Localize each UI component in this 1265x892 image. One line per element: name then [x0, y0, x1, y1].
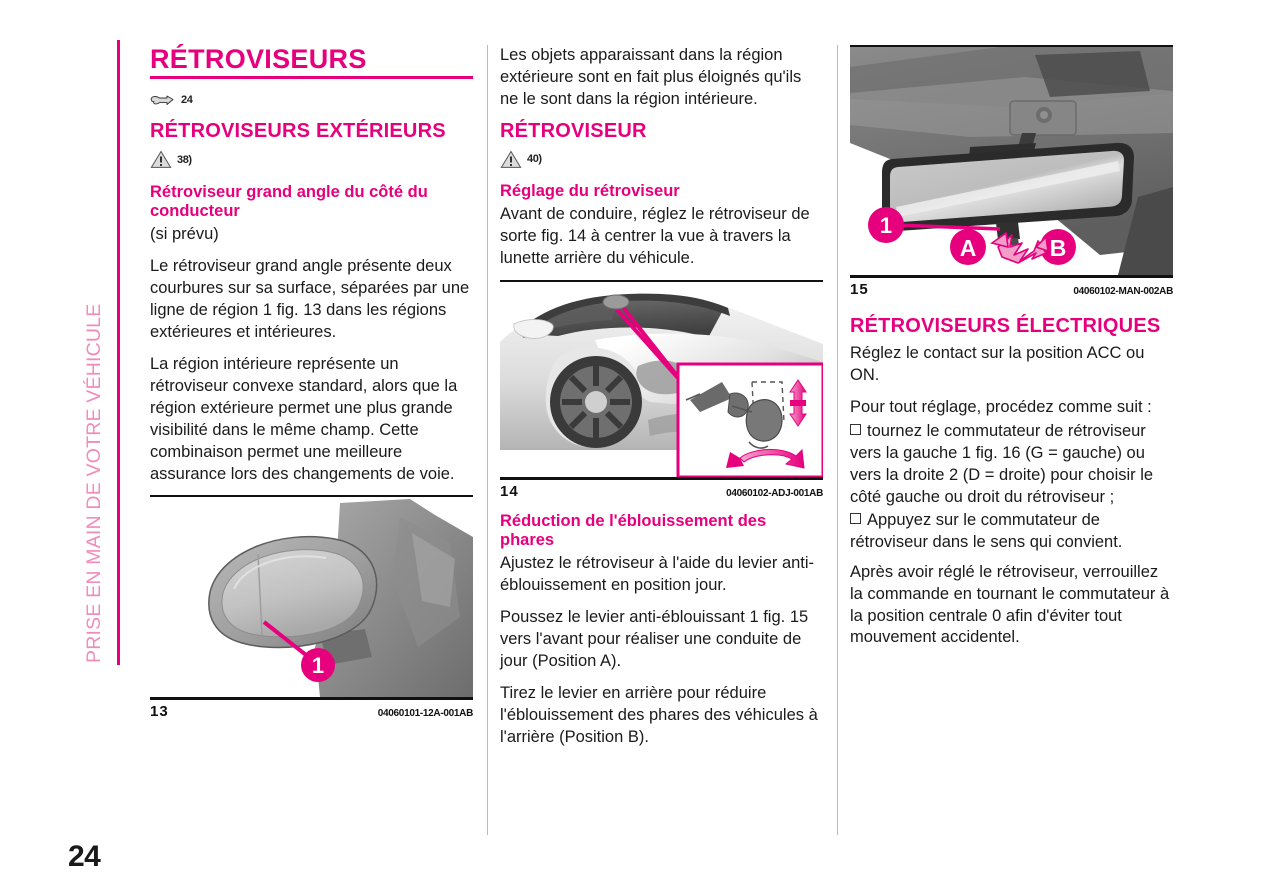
- section-tab-label: PRISE EN MAIN DE VOTRE VÉHICULE: [83, 303, 105, 663]
- figure-14: 14 04060102-ADJ-001AB: [500, 279, 823, 500]
- figure-13: 1 13 04060101-12A-001AB: [150, 495, 473, 720]
- page-title: RÉTROVISEURS: [150, 44, 367, 74]
- paragraph-glare-day-position: Ajustez le rétroviseur à l'aide du levie…: [500, 554, 815, 595]
- figure-15-top-rule: [850, 45, 1173, 47]
- figure-14-number: 14: [500, 482, 519, 500]
- paragraph-pull-lever-back: Tirez le levier en arrière pour réduire …: [500, 683, 818, 746]
- paragraph-procedure-intro: Pour tout réglage, procédez comme suit :: [850, 398, 1152, 417]
- side-mirror-photo: 1: [150, 497, 473, 698]
- procedure-bullet-list: tournez le commutateur de rétroviseur ve…: [850, 421, 1173, 554]
- paragraph-adjust-before-driving: Avant de conduire, réglez le rétroviseur…: [500, 204, 810, 267]
- paragraph-ignition-position: Réglez le contact sur la position ACC ou…: [850, 344, 1145, 385]
- cross-reference-warning-2-value: 40): [527, 153, 542, 165]
- column-divider-2: [837, 45, 838, 835]
- page-number: 24: [68, 840, 101, 873]
- figure-14-top-rule: [500, 279, 823, 282]
- paragraph-inner-region-description: La région intérieure représente un rétro…: [150, 354, 458, 483]
- warning-triangle-icon: [150, 150, 172, 168]
- paragraph-outer-region-objects: Les objets apparaissant dans la région e…: [500, 46, 802, 108]
- paragraph-push-lever-forward: Poussez le levier anti-éblouissant 1 fig…: [500, 608, 809, 670]
- figure-14-caption: 14 04060102-ADJ-001AB: [500, 483, 823, 500]
- svg-text:B: B: [1050, 235, 1067, 261]
- figure-15: 1 A B 15 04060102-MAN-002AB: [850, 45, 1173, 298]
- subheading-mirror-adjustment: Réglage du rétroviseur: [500, 182, 680, 200]
- figure-15-caption: 15 04060102-MAN-002AB: [850, 281, 1173, 298]
- section-heading-electric-mirrors: RÉTROVISEURS ÉLECTRIQUES: [850, 315, 1161, 337]
- rearview-mirror-photo: 1 A B: [850, 47, 1173, 275]
- figure-13-code: 04060101-12A-001AB: [377, 708, 474, 720]
- section-tab: PRISE EN MAIN DE VOTRE VÉHICULE: [74, 40, 120, 665]
- figure-14-code: 04060102-ADJ-001AB: [726, 487, 823, 499]
- cross-reference-warning-1: 38): [150, 149, 473, 171]
- subheading-wide-angle-mirror: Rétroviseur grand angle du côté du condu…: [150, 182, 428, 221]
- figure-14-bottom-rule: [500, 476, 823, 480]
- note-if-equipped: (si prévu): [150, 225, 219, 244]
- figure-15-bottom-rule: [850, 275, 1173, 278]
- figure-13-bottom-rule: [150, 697, 473, 701]
- section-heading-mirror: RÉTROVISEUR: [500, 119, 647, 142]
- pointing-hand-icon: [150, 95, 174, 106]
- square-bullet-icon: [850, 424, 861, 435]
- cross-reference-hand-value: 24: [181, 94, 193, 107]
- car-mirror-adjust-photo: [500, 281, 823, 477]
- column-2: Les objets apparaissant dans la région e…: [500, 45, 823, 759]
- section-heading-exterior-mirrors: RÉTROVISEURS EXTÉRIEURS: [150, 120, 446, 143]
- cross-reference-warning-2: 40): [500, 148, 823, 170]
- page-title-rule: [150, 76, 473, 80]
- warning-triangle-icon: [500, 150, 522, 168]
- figure-13-top-rule: [150, 495, 473, 498]
- paragraph-lock-control: Après avoir réglé le rétroviseur, verrou…: [850, 562, 1170, 647]
- square-bullet-icon: [850, 512, 861, 524]
- list-item-text: tournez le commutateur de rétroviseur ve…: [850, 422, 1154, 506]
- paragraph-wide-angle-description: Le rétroviseur grand angle présente deux…: [150, 257, 470, 341]
- svg-text:1: 1: [312, 653, 324, 678]
- list-item: Appuyez sur le commutateur de rétroviseu…: [850, 510, 1173, 554]
- section-tab-rule: [117, 40, 120, 665]
- list-item: tournez le commutateur de rétroviseur ve…: [850, 421, 1173, 509]
- svg-text:A: A: [960, 235, 977, 261]
- column-1: RÉTROVISEURS 24 RÉTROVISEURS EXTÉRIEURS …: [150, 45, 473, 726]
- list-item-text: Appuyez sur le commutateur de rétroviseu…: [850, 510, 1123, 551]
- column-3: 1 A B 15 04060102-MAN-002AB RÉTROVISEURS…: [850, 45, 1173, 659]
- cross-reference-warning-1-value: 38): [177, 153, 192, 166]
- cross-reference-hand: 24: [150, 89, 473, 111]
- figure-15-code: 04060102-MAN-002AB: [1073, 286, 1173, 297]
- figure-15-number: 15: [850, 281, 869, 298]
- figure-13-number: 13: [150, 703, 169, 721]
- column-divider-1: [487, 45, 488, 835]
- subheading-glare-reduction: Réduction de l'éblouissement des phares: [500, 511, 767, 550]
- svg-text:1: 1: [880, 213, 892, 238]
- figure-13-caption: 13 04060101-12A-001AB: [150, 703, 473, 720]
